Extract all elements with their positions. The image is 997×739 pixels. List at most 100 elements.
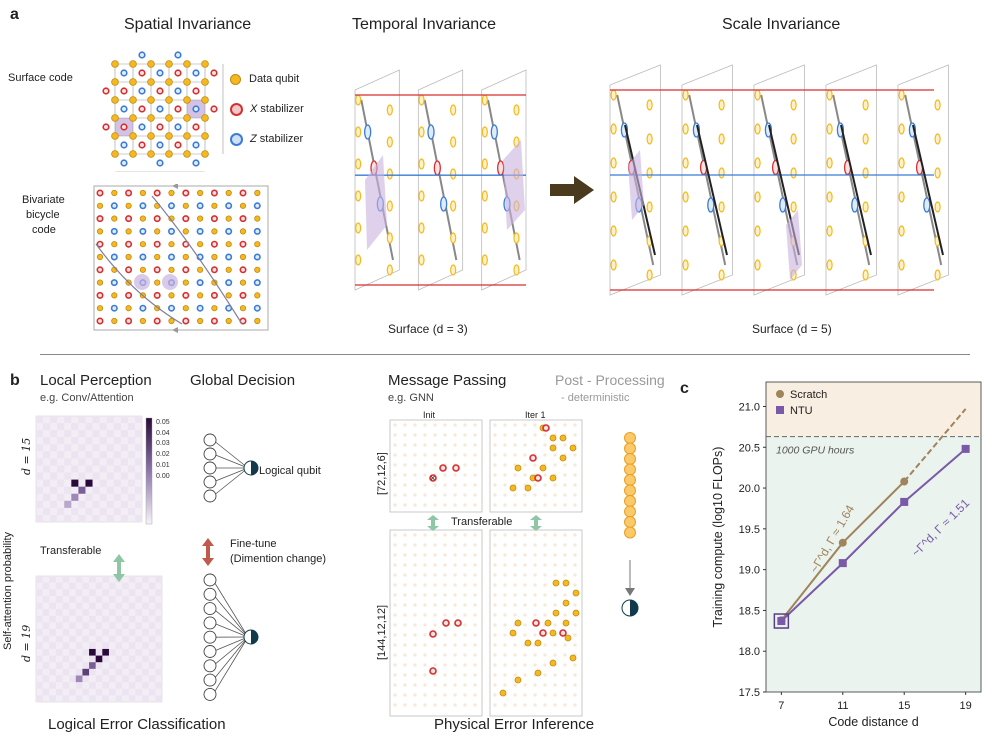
attention-cell — [82, 662, 90, 669]
z-stabilizer — [253, 227, 261, 235]
faded-qubit — [503, 503, 507, 507]
faded-qubit — [453, 433, 457, 437]
y-tick-label: 18.5 — [739, 605, 760, 617]
data-qubit — [168, 189, 175, 197]
faded-qubit — [473, 663, 477, 667]
x-stabilizer — [174, 141, 182, 149]
attention-cell — [120, 416, 128, 424]
data-qubit — [646, 167, 653, 179]
attention-cell — [69, 662, 76, 669]
y-tick-label: 20.5 — [739, 442, 760, 454]
attention-cell — [113, 465, 121, 473]
faded-qubit — [493, 473, 497, 477]
attention-cell — [89, 602, 96, 610]
time-slice — [681, 64, 733, 296]
faded-qubit — [393, 643, 397, 647]
data-point-scratch — [838, 538, 847, 547]
data-qubit — [183, 150, 191, 158]
z-stabilizer — [139, 304, 147, 312]
attention-cell — [57, 437, 65, 445]
faded-qubit — [433, 603, 437, 607]
faded-qubit — [553, 493, 557, 497]
attention-cell — [43, 451, 51, 459]
data-qubit — [572, 609, 580, 617]
data-qubit — [562, 619, 570, 627]
attention-cell — [148, 582, 156, 590]
attention-cell — [78, 514, 86, 522]
data-qubit — [225, 292, 232, 299]
attention-cell — [142, 589, 149, 596]
attention-cell — [75, 615, 83, 623]
attention-cell — [108, 635, 116, 643]
time-slice — [897, 64, 949, 296]
data-qubit — [168, 266, 175, 273]
attention-cell — [155, 682, 162, 689]
data-qubit — [225, 317, 232, 325]
attention-cell — [128, 682, 136, 689]
faded-qubit — [453, 693, 457, 697]
data-qubit — [754, 123, 761, 135]
faded-qubit — [523, 603, 527, 607]
faded-qubit — [523, 613, 527, 617]
faded-qubit — [543, 593, 547, 597]
attention-cell — [95, 635, 103, 643]
attention-cell — [113, 479, 121, 487]
x-stabilizer — [120, 87, 128, 95]
attention-hot-cell — [75, 675, 83, 683]
data-qubit — [165, 60, 173, 68]
finetune-label: Fine-tune — [230, 538, 277, 550]
attention-cell — [75, 695, 83, 702]
data-qubit — [239, 253, 247, 261]
slice-edge — [840, 124, 872, 256]
data-qubit — [139, 317, 147, 325]
faded-qubit — [463, 473, 467, 477]
data-qubit — [898, 157, 905, 169]
x-stabilizer — [239, 266, 247, 274]
gpu-hours-label: 1000 GPU hours — [776, 445, 855, 457]
faded-qubit — [423, 583, 427, 587]
attention-cell — [95, 609, 103, 616]
attention-cell — [64, 458, 72, 466]
x-stabilizer — [174, 105, 182, 113]
data-qubit — [147, 60, 155, 68]
faded-qubit — [533, 463, 537, 467]
faded-qubit — [443, 553, 447, 557]
x-stabilizer — [153, 291, 161, 299]
faded-qubit — [473, 453, 477, 457]
faded-qubit — [513, 553, 517, 557]
attention-cell — [49, 576, 56, 583]
data-qubit — [754, 191, 761, 203]
data-qubit — [111, 132, 119, 140]
x-stabilizer — [210, 69, 218, 77]
attention-cell — [78, 500, 86, 508]
z-stabilizer — [156, 69, 164, 77]
faded-qubit — [543, 543, 547, 547]
input-node — [203, 645, 217, 658]
spatial-title: Spatial Invariance — [124, 16, 252, 33]
data-qubit — [450, 168, 457, 180]
x-stabilizer — [210, 317, 218, 325]
faded-qubit — [503, 563, 507, 567]
faded-qubit — [543, 503, 547, 507]
x-stabilizer — [239, 240, 247, 248]
attention-cell — [49, 682, 56, 689]
attention-cell — [62, 629, 70, 636]
time-slice — [753, 64, 805, 296]
attention-cell — [36, 655, 43, 663]
faded-qubit — [493, 443, 497, 447]
faded-qubit — [453, 473, 457, 477]
attention-cell — [99, 451, 107, 459]
data-qubit — [754, 259, 761, 271]
attention-cell — [50, 514, 58, 522]
x-stabilizer — [102, 123, 110, 131]
attention-cell — [75, 589, 83, 596]
attention-cell — [122, 595, 129, 603]
faded-qubit — [523, 653, 527, 657]
faded-qubit — [513, 583, 517, 587]
data-qubit — [111, 241, 118, 248]
faded-qubit — [463, 563, 467, 567]
data-qubit — [129, 96, 137, 104]
faded-qubit — [503, 553, 507, 557]
faded-qubit — [433, 583, 437, 587]
over-budget-region — [766, 382, 981, 437]
